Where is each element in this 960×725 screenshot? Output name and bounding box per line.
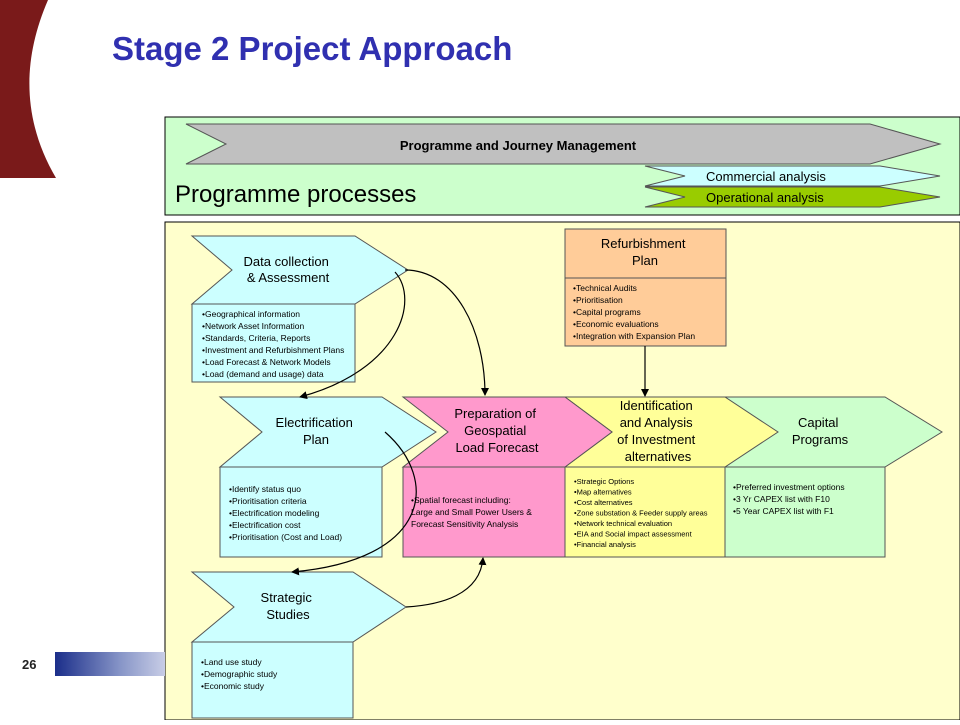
slide-number: 26 <box>22 657 37 672</box>
capital-items: •Preferred investment options •3 Yr CAPE… <box>733 482 847 516</box>
journey-banner-label: Programme and Journey Management <box>400 138 637 153</box>
commercial-analysis-arrow <box>644 165 941 187</box>
connector-strategic-to-geospatial <box>405 557 487 608</box>
refurbishment-title: Refurbishment Plan <box>601 236 689 268</box>
node-identification: Identification and Analysis of Investmen… <box>563 396 779 558</box>
strategic-items: •Land use study •Demographic study •Econ… <box>201 657 280 691</box>
connector-data-to-electrification <box>299 271 406 400</box>
electrification-items: •Identify status quo •Prioritisation cri… <box>229 484 342 542</box>
electrification-title: Electrification Plan <box>276 415 357 447</box>
commercial-analysis-label: Commercial analysis <box>706 169 826 184</box>
operational-analysis-label: Operational analysis <box>706 190 824 205</box>
refurbishment-items: •Technical Audits •Prioritisation •Capit… <box>573 283 695 341</box>
operational-analysis-arrow <box>644 186 941 208</box>
node-refurbishment: Refurbishment Plan •Technical Audits •Pr… <box>564 228 727 347</box>
top-panel: Programme and Journey Management Program… <box>164 116 960 216</box>
geospatial-items: •Spatial forecast including: Large and S… <box>411 495 534 529</box>
capital-title: Capital Programs <box>792 415 849 447</box>
node-strategic-studies: Strategic Studies •Land use study •Demog… <box>190 571 407 719</box>
identification-items: •Strategic Options •Map alternatives •Co… <box>574 477 710 549</box>
connectors <box>291 269 649 608</box>
strategic-title: Strategic Studies <box>261 590 316 622</box>
data-collection-title: Data collection & Assessment <box>244 254 333 285</box>
node-capital-programs: Capital Programs •Preferred investment o… <box>723 396 943 558</box>
node-data-collection: Data collection & Assessment •Geographic… <box>190 235 409 383</box>
connector-electrification-to-strategic <box>291 431 417 576</box>
slide-title: Stage 2 Project Approach <box>112 30 513 67</box>
connector-data-to-geospatial <box>404 269 489 396</box>
journey-banner <box>185 123 942 165</box>
node-geospatial: Preparation of Geospatial Load Forecast … <box>401 396 613 558</box>
maroon-arc-decoration <box>0 0 56 178</box>
programme-processes-heading: Programme processes <box>175 181 416 208</box>
identification-title: Identification and Analysis of Investmen… <box>617 398 699 464</box>
geospatial-title: Preparation of Geospatial Load Forecast <box>454 406 539 455</box>
data-collection-items: •Geographical information •Network Asset… <box>202 309 347 379</box>
node-electrification: Electrification Plan •Identify status qu… <box>218 396 437 558</box>
footer-bar <box>55 652 165 676</box>
